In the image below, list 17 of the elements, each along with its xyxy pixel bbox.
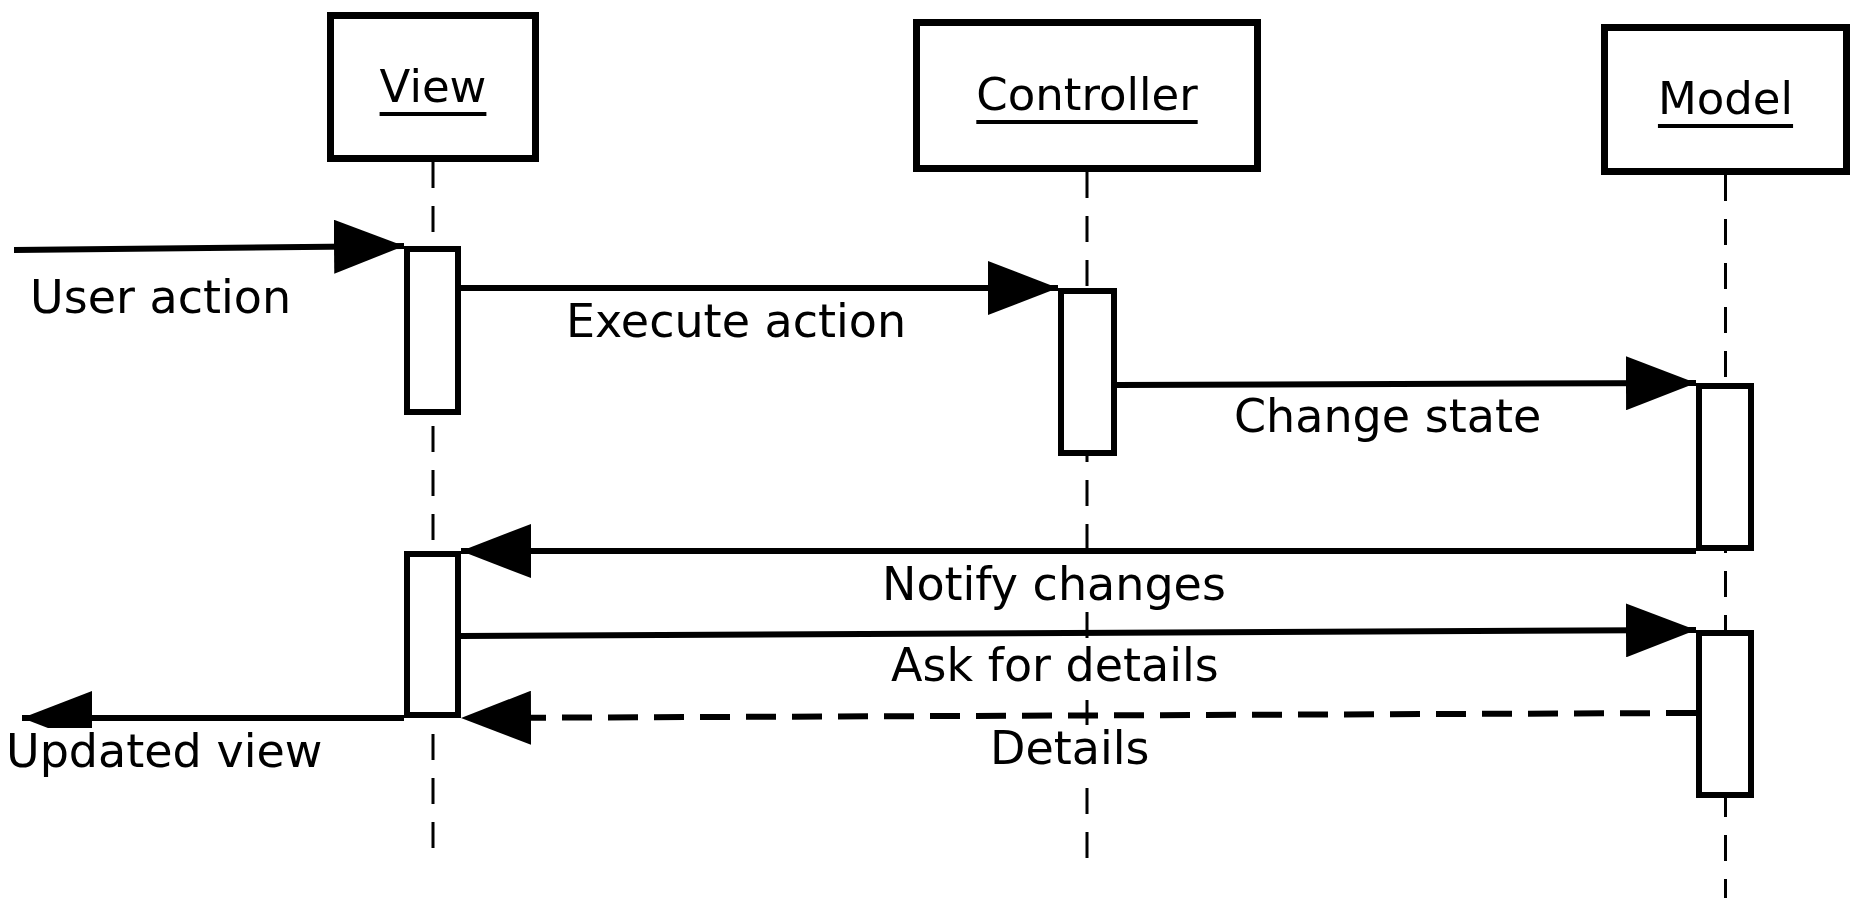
participant-name: Controller — [976, 67, 1198, 124]
arrow — [461, 603, 1696, 658]
arrow — [461, 261, 1058, 315]
arrow — [13, 219, 405, 274]
activation-bar — [404, 551, 461, 718]
arrow — [461, 690, 1696, 745]
activation-bar — [1058, 288, 1117, 456]
arrow — [461, 524, 1696, 578]
participant-name: Model — [1657, 71, 1794, 128]
participant-box — [913, 19, 1261, 172]
participant-box — [1601, 24, 1850, 175]
activation-bar — [404, 246, 461, 415]
activation-bar — [1696, 630, 1754, 798]
arrow — [1117, 356, 1696, 411]
participant-box — [327, 12, 539, 162]
participant-name: View — [379, 58, 487, 115]
activation-bar — [1696, 383, 1754, 551]
